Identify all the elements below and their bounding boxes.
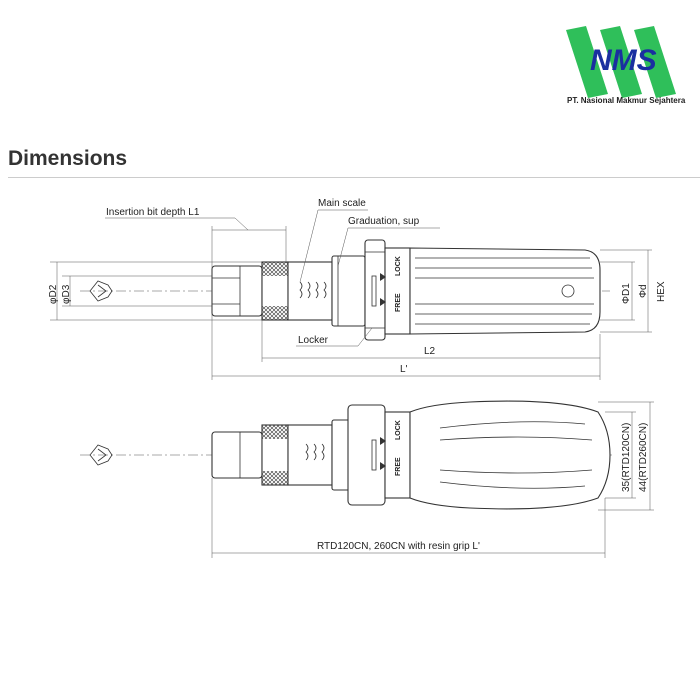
company-name: PT. Nasional Makmur Sejahtera xyxy=(567,96,686,105)
section-title: Dimensions xyxy=(8,147,128,170)
l2-label: L2 xyxy=(424,346,436,357)
resin-grip-length-label: RTD120CN, 260CN with resin grip L' xyxy=(317,541,480,552)
l-prime-label: L' xyxy=(400,364,408,375)
lock-label-bottom: LOCK xyxy=(395,420,402,440)
d1-label: ΦD1 xyxy=(621,283,632,304)
svg-text:NMS: NMS xyxy=(590,44,657,77)
d2-label: φD2 xyxy=(48,284,59,304)
top-screwdriver-drawing: LOCK FREE φD2 φD3 ΦD1 Φd HEX Insertion b… xyxy=(48,198,667,380)
hex-label: HEX xyxy=(656,281,667,302)
lock-label: LOCK xyxy=(395,256,402,276)
d-label: Φd xyxy=(638,284,649,298)
d3-label: φD3 xyxy=(61,284,72,304)
bottom-screwdriver-drawing: LOCK FREE 35(RTD120CN) 44(RTD260CN) RTD1… xyxy=(80,400,654,558)
free-label: FREE xyxy=(395,293,402,312)
dim-44-label: 44(RTD260CN) xyxy=(638,423,649,492)
insertion-depth-label: Insertion bit depth L1 xyxy=(106,207,200,218)
graduation-label: Graduation, sup xyxy=(348,216,420,227)
main-scale-label: Main scale xyxy=(318,198,366,209)
locker-label: Locker xyxy=(298,335,329,346)
free-label-bottom: FREE xyxy=(395,457,402,476)
dim-35-label: 35(RTD120CN) xyxy=(621,423,632,492)
company-logo: NMS xyxy=(566,26,676,98)
divider xyxy=(8,177,700,178)
